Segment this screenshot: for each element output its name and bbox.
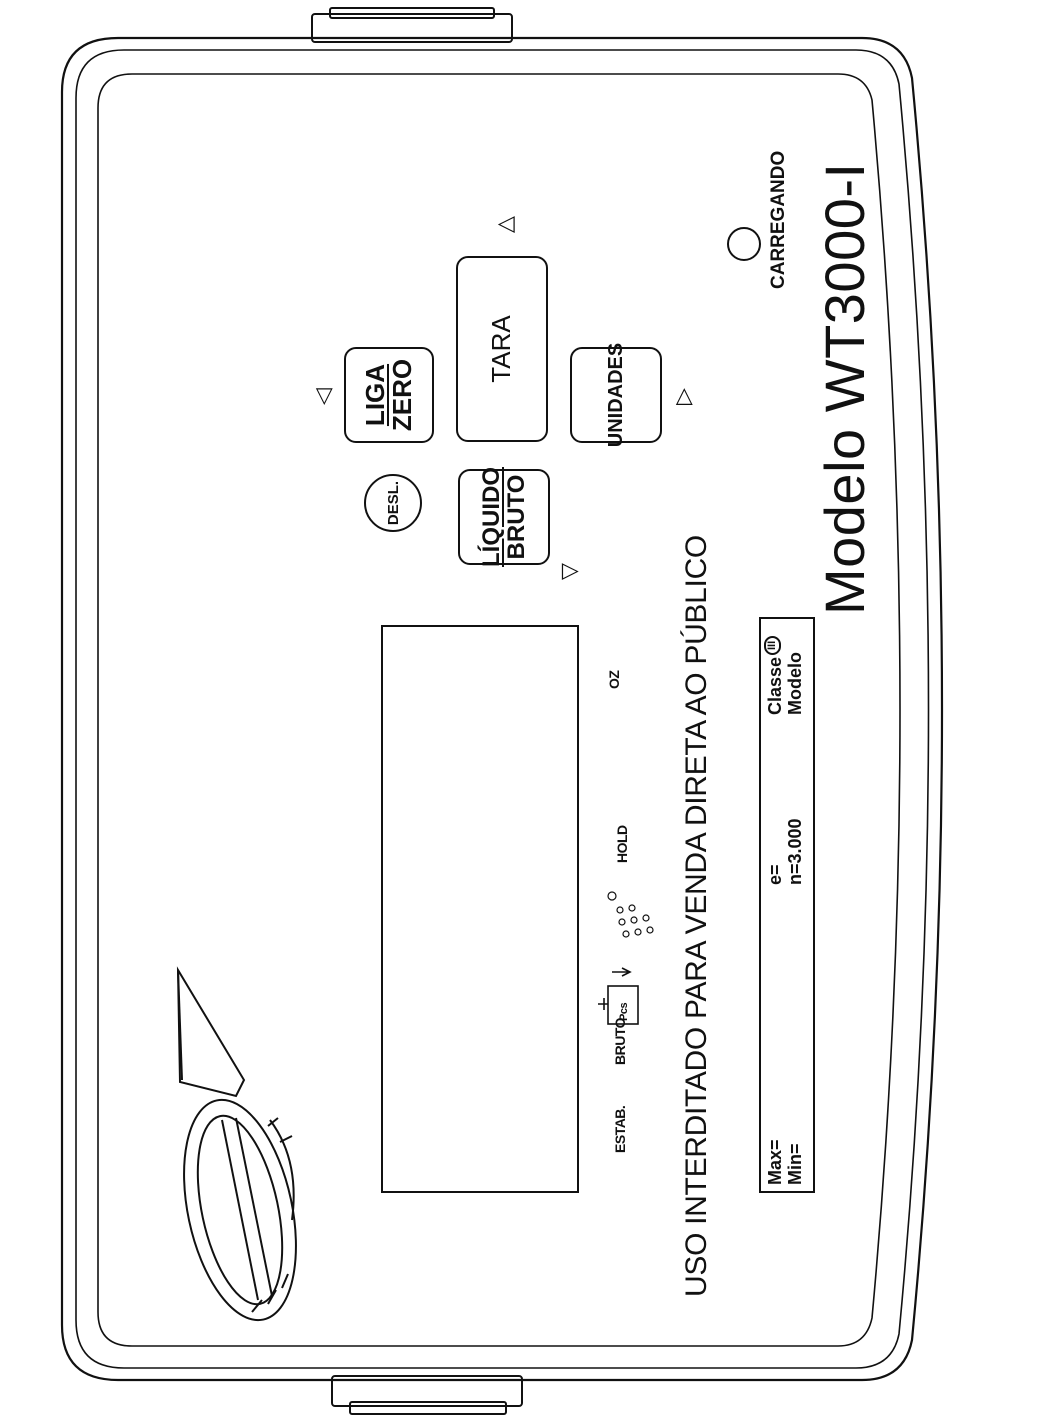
left-arrow-icon: ◁: [310, 388, 335, 405]
max-label: Max=: [765, 1139, 785, 1185]
power-off-label: DESL.: [384, 480, 402, 526]
bottom-mount-clip: [331, 1375, 523, 1415]
top-mount-clip: [311, 7, 513, 43]
lcd-display-window: [381, 625, 579, 1193]
modelo-plate-label: Modelo: [785, 652, 805, 715]
min-label: Min=: [785, 1143, 805, 1185]
liquido-label: LÍQUIDO: [477, 467, 505, 567]
stability-dots-icon: [607, 891, 654, 938]
down-arrow-icon: ▽: [556, 563, 581, 580]
notice-text: USO INTERDITADO PARA VENDA DIRETA AO PÚB…: [680, 535, 713, 1297]
n-label: n=3.000: [785, 818, 805, 885]
hold-indicator-label: HOLD: [614, 825, 630, 863]
bruto-indicator-label: BRUTO: [612, 1017, 628, 1065]
housing-inner-edge: [97, 73, 901, 1347]
power-off-button[interactable]: DESL.: [364, 474, 422, 532]
liga-zero-button[interactable]: LIGA ZERO: [344, 347, 434, 443]
rating-plate: [759, 617, 815, 1193]
unidades-label: UNIDADES: [604, 342, 627, 448]
piece-count-icon: [598, 967, 639, 1025]
zero-label: ZERO: [387, 358, 417, 432]
pcs-indicator-label: Pcs: [618, 1002, 630, 1021]
bruto-key-label: BRUTO: [503, 474, 530, 560]
charging-led-icon: [727, 227, 761, 261]
model-name: Modelo WT3000-I: [813, 162, 876, 615]
net-gross-button[interactable]: LÍQUIDO BRUTO: [458, 467, 550, 567]
up-arrow-icon: △: [492, 216, 517, 233]
tara-label: TARA: [486, 315, 517, 383]
right-arrow-icon: ▷: [670, 388, 695, 405]
classe-symbol-icon: III: [764, 635, 781, 655]
estab-indicator-label: ESTAB.: [612, 1105, 628, 1153]
e-label: e=: [765, 864, 785, 885]
liga-label: LIGA: [359, 363, 390, 427]
housing-middle-edge: [75, 49, 930, 1369]
charging-label: CARREGANDO: [768, 150, 789, 289]
housing-outer-edge: [60, 36, 944, 1382]
brand-logo-icon: [176, 966, 297, 1322]
oz-indicator-label: OZ: [606, 670, 622, 689]
tare-button[interactable]: TARA: [456, 256, 548, 442]
classe-label: Classe: [765, 656, 785, 715]
units-button[interactable]: UNIDADES: [570, 343, 662, 447]
